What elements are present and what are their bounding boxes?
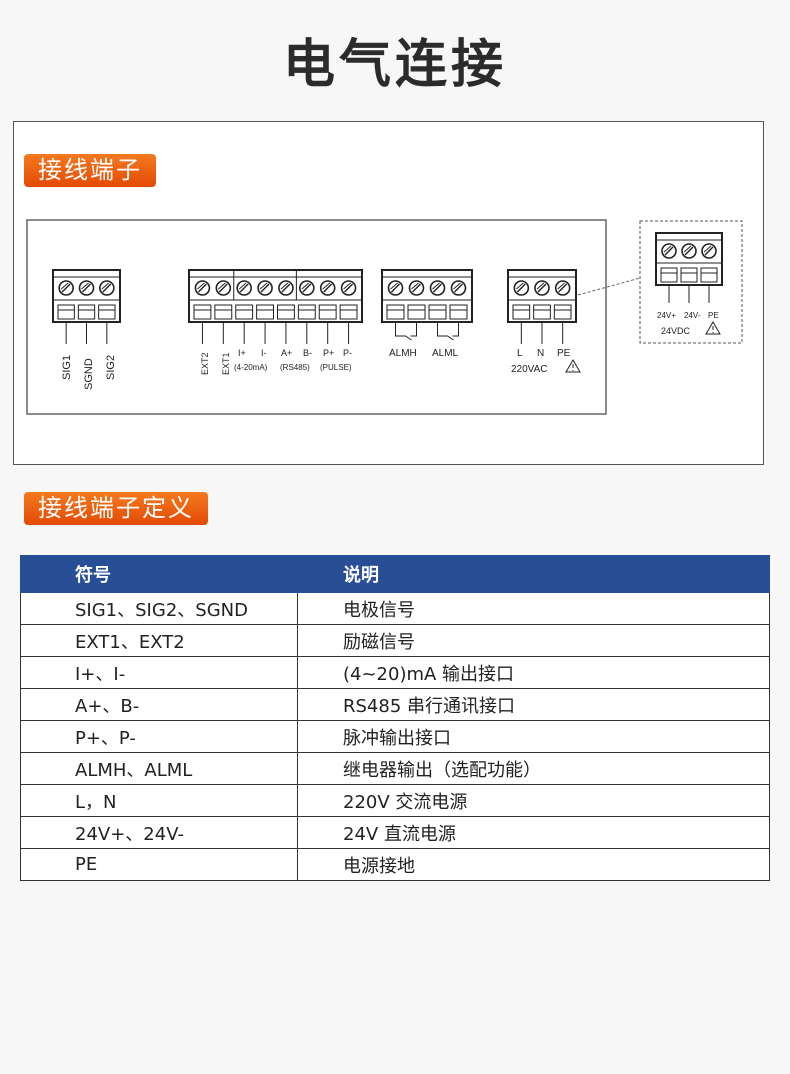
label-220vac: 220VAC	[511, 364, 548, 375]
label-l: L	[517, 348, 523, 359]
cell-description: 电极信号	[297, 592, 770, 625]
terminal-block-alarm	[381, 269, 473, 341]
table-row: A+、B-RS485 串行通讯接口	[20, 688, 770, 721]
cell-description: 继电器输出（选配功能）	[297, 752, 770, 785]
terminal-block-dc-power	[655, 232, 723, 303]
cell-symbol: EXT1、EXT2	[20, 624, 298, 657]
cell-description: 220V 交流电源	[297, 784, 770, 817]
relay-contact-icon	[437, 322, 459, 341]
cell-description: 脉冲输出接口	[297, 720, 770, 753]
table-row: 24V+、24V-24V 直流电源	[20, 816, 770, 849]
screw-terminal	[660, 243, 678, 303]
cell-description: 24V 直流电源	[297, 816, 770, 849]
label-sgnd: SGND	[83, 358, 95, 390]
label-dc-pe: PE	[708, 311, 719, 320]
cell-description: (4~20)mA 输出接口	[297, 656, 770, 689]
label-sig1: SIG1	[61, 355, 73, 380]
terminal-block-io	[188, 269, 363, 344]
leader-line	[577, 277, 641, 296]
label-24vdc: 24VDC	[661, 326, 691, 336]
label-ext2: EXT2	[200, 352, 210, 375]
label-pe: PE	[557, 348, 571, 359]
screw-terminal	[407, 280, 426, 320]
cell-symbol: 24V+、24V-	[20, 816, 298, 849]
label-4-20ma: (4-20mA)	[234, 363, 268, 372]
label-i-plus: I+	[238, 348, 246, 358]
cell-description: RS485 串行通讯接口	[297, 688, 770, 721]
screw-terminal	[386, 280, 405, 320]
label-ext1: EXT1	[221, 352, 231, 375]
table-row: P+、P-脉冲输出接口	[20, 720, 770, 753]
screw-terminal	[214, 280, 233, 344]
relay-contact-icon	[395, 322, 417, 341]
label-a-plus: A+	[281, 348, 292, 358]
label-24v-plus: 24V+	[657, 311, 676, 320]
label-pulse: (PULSE)	[320, 363, 352, 372]
label-alml: ALML	[432, 348, 459, 359]
screw-terminal	[700, 243, 718, 303]
screw-terminal	[277, 280, 295, 344]
wiring-diagram: SIG1 SGND SIG2 EXT2 EXT1 I+ I- A+ B- P+ …	[26, 219, 743, 415]
screw-terminal	[256, 280, 274, 344]
header-symbol: 符号	[20, 555, 298, 593]
label-p-plus: P+	[323, 348, 334, 358]
screw-terminal	[680, 243, 698, 303]
screw-terminal	[533, 280, 551, 344]
screw-terminal	[98, 280, 116, 344]
section-badge-terminals: 接线端子	[24, 154, 156, 187]
screw-terminal	[57, 280, 75, 344]
label-rs485: (RS485)	[280, 363, 310, 372]
power-option-box	[639, 220, 743, 344]
cell-symbol: A+、B-	[20, 688, 298, 721]
screw-terminal	[235, 280, 254, 344]
label-24v-minus: 24V-	[684, 311, 701, 320]
label-b-minus: B-	[303, 348, 312, 358]
label-almh: ALMH	[389, 348, 417, 359]
cell-symbol: ALMH、ALML	[20, 752, 298, 785]
cell-symbol: L，N	[20, 784, 298, 817]
label-sig2: SIG2	[105, 355, 117, 380]
screw-terminal	[339, 280, 358, 344]
cell-description: 励磁信号	[297, 624, 770, 657]
warning-icon	[565, 359, 581, 373]
label-p-minus: P-	[343, 348, 352, 358]
section-badge-definitions: 接线端子定义	[24, 492, 208, 525]
screw-terminal	[297, 280, 316, 344]
screw-terminal	[428, 280, 447, 320]
screw-terminal	[449, 280, 468, 320]
cell-symbol: P+、P-	[20, 720, 298, 753]
label-n: N	[537, 348, 544, 359]
screw-terminal	[553, 280, 572, 344]
page-title: 电气连接	[282, 35, 507, 95]
cell-description: 电源接地	[297, 848, 770, 881]
cell-symbol: PE	[20, 848, 298, 881]
header-description: 说明	[297, 555, 770, 593]
table-row: I+、I-(4~20)mA 输出接口	[20, 656, 770, 689]
warning-icon	[705, 321, 721, 335]
cell-symbol: SIG1、SIG2、SGND	[20, 592, 298, 625]
screw-terminal	[193, 280, 212, 344]
terminal-block-ac-power	[507, 269, 577, 344]
terminal-block-signal	[52, 269, 121, 344]
cell-symbol: I+、I-	[20, 656, 298, 689]
screw-terminal	[318, 280, 337, 344]
screw-terminal	[512, 280, 531, 344]
table-header-row: 符号 说明	[20, 555, 770, 593]
screw-terminal	[77, 280, 96, 344]
label-i-minus: I-	[261, 348, 267, 358]
